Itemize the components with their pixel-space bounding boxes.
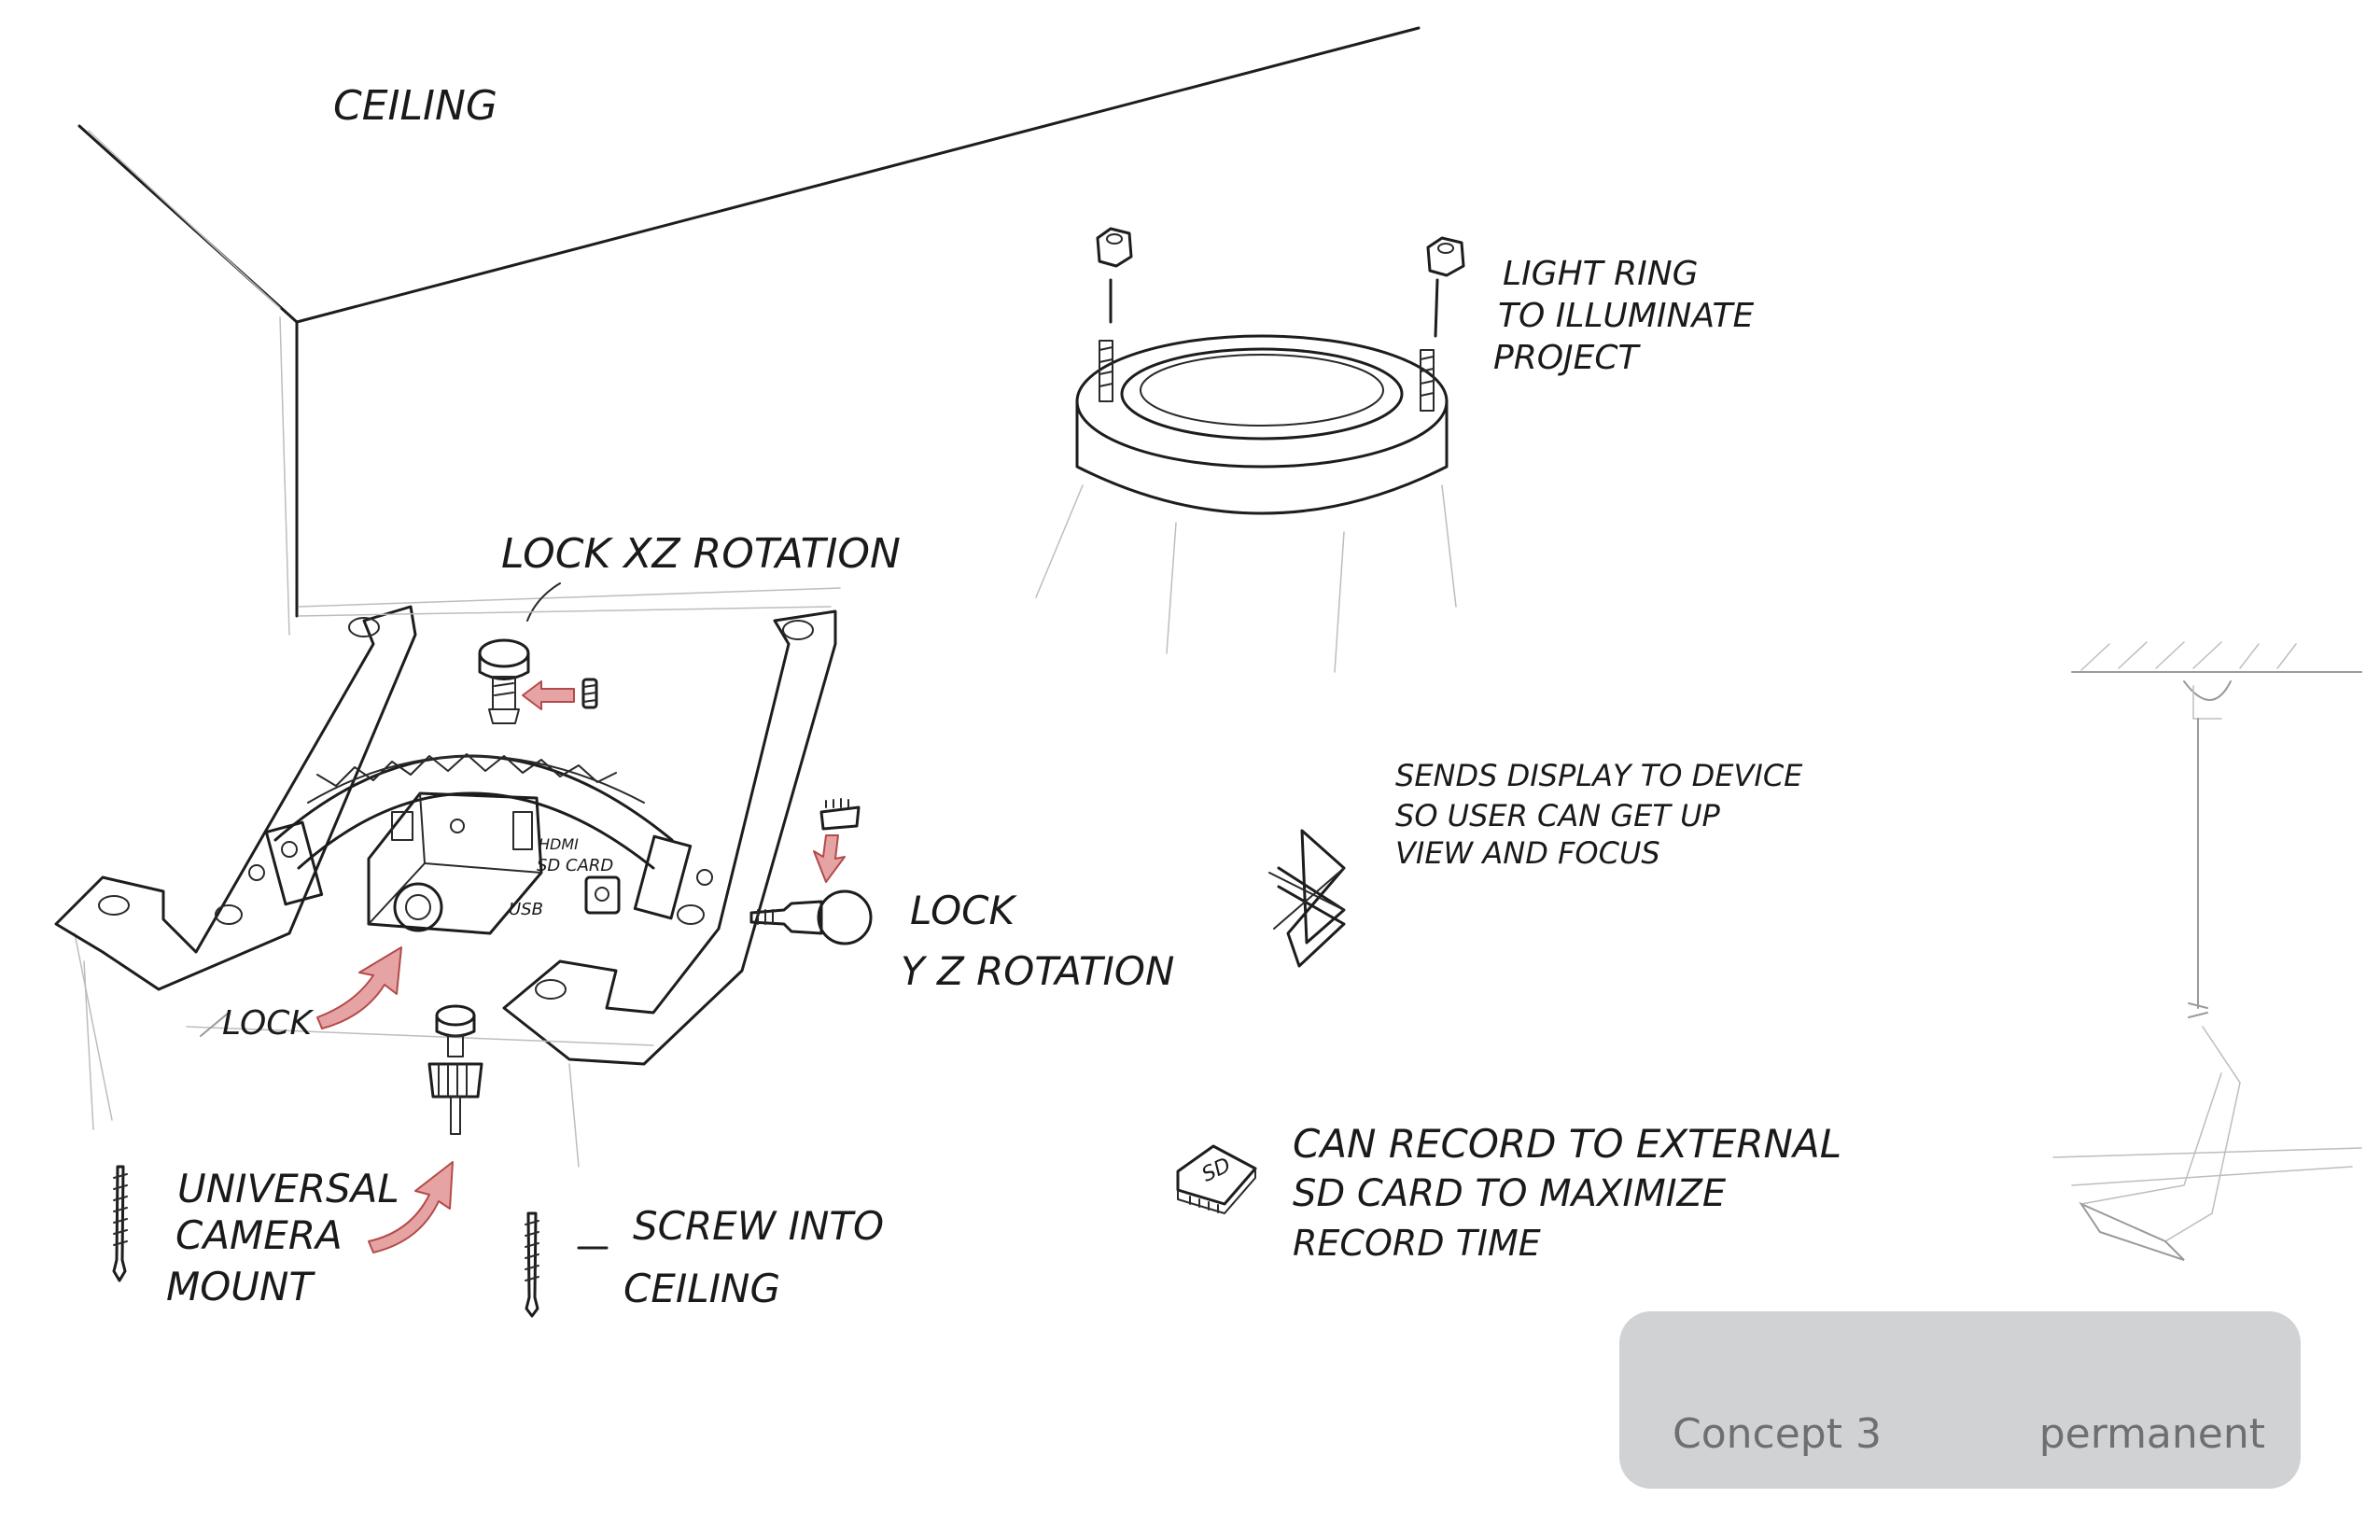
thumbscrew-right-icon xyxy=(749,889,873,945)
sd-card-icon: SD xyxy=(1176,1144,1257,1214)
sd-card-port-label: SD CARD xyxy=(537,856,613,875)
lock-xz-label: LOCK XZ ROTATION xyxy=(501,530,901,578)
universal-label-2: CAMERA xyxy=(175,1212,343,1258)
thumbscrew-bottom-icon xyxy=(427,1004,483,1135)
side-view-pencil-sketch xyxy=(2052,641,2362,1261)
lock-yz-label-2: Y Z ROTATION xyxy=(901,948,1174,994)
sends-label-3: VIEW AND FOCUS xyxy=(1395,835,1660,871)
can-record-label-3: RECORD TIME xyxy=(1293,1223,1541,1264)
lock-label: LOCK xyxy=(222,1004,314,1043)
sends-label-2: SO USER CAN GET UP xyxy=(1395,798,1721,833)
small-screw-top-icon xyxy=(581,678,598,709)
room-corner xyxy=(74,26,1421,1121)
usb-label: USB xyxy=(509,900,543,919)
camera-mount-bracket xyxy=(54,605,837,1168)
concept-type: permanent xyxy=(2038,1410,2265,1458)
screw-label-2: CEILING xyxy=(623,1266,780,1311)
arrow-mount-icon xyxy=(368,1161,454,1253)
sends-label-1: SENDS DISPLAY TO DEVICE xyxy=(1395,758,1803,793)
can-record-label-2: SD CARD TO MAXIMIZE xyxy=(1293,1172,1727,1215)
light-ring xyxy=(1035,227,1465,673)
universal-label-3: MOUNT xyxy=(166,1264,315,1309)
ceiling-label: CEILING xyxy=(333,82,497,130)
nut-left-icon xyxy=(1096,227,1133,268)
lock-xz-leader xyxy=(526,582,561,622)
can-record-label-1: CAN RECORD TO EXTERNAL xyxy=(1293,1121,1841,1167)
universal-label-1: UNIVERSAL xyxy=(177,1166,399,1211)
camera-body xyxy=(367,791,621,935)
caption-box: Concept 3 permanent xyxy=(1619,1311,2301,1489)
lock-yz-label-1: LOCK xyxy=(910,888,1017,933)
hdmi-label: HDMI xyxy=(539,835,579,853)
sd-icon-text: SD xyxy=(1198,1154,1235,1187)
light-ring-label-3: PROJECT xyxy=(1493,339,1642,377)
arrow-yz-icon xyxy=(813,834,846,883)
arrow-lock-icon xyxy=(316,946,402,1029)
bluetooth-icon xyxy=(1268,829,1346,968)
concept-title: Concept 3 xyxy=(1673,1410,1882,1458)
thumbscrew-top-icon xyxy=(478,638,530,724)
nut-right-icon xyxy=(1426,236,1465,277)
light-ring-label-1: LIGHT RING xyxy=(1503,255,1699,293)
screw-right-icon xyxy=(525,1211,539,1318)
screw-label-1: SCREW INTO xyxy=(633,1203,884,1249)
small-screw-right-icon xyxy=(819,798,861,831)
light-ring-label-2: TO ILLUMINATE xyxy=(1498,297,1754,335)
screw-left-icon xyxy=(112,1165,128,1282)
arrow-xz-icon xyxy=(522,680,575,710)
